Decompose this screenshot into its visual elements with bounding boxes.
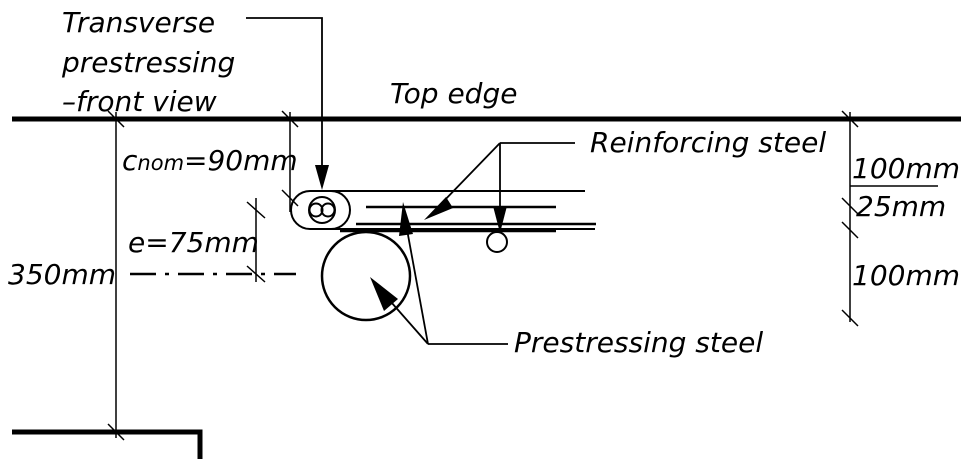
dim-top-label: 100mm xyxy=(852,152,960,185)
depth-label: 350mm xyxy=(8,258,116,291)
top-edge-label: Top edge xyxy=(390,77,517,110)
arrowhead-prestressing-circle xyxy=(370,277,398,311)
right-tick-2 xyxy=(841,197,859,215)
bottom-edge-line xyxy=(12,429,203,459)
arrowhead-reinforcing-bars xyxy=(424,197,453,220)
cnom-tick-bottom xyxy=(281,189,299,207)
right-tick-4 xyxy=(841,309,859,327)
prestressing-leader-to-duct xyxy=(405,223,429,345)
structural-edges xyxy=(12,116,961,459)
cnom-label: cnom=90mm xyxy=(122,144,298,177)
transverse-label-line1: Transverse xyxy=(62,6,215,39)
eccentricity-tick-top xyxy=(246,201,266,219)
right-tick-1 xyxy=(841,110,859,128)
cnom-symbol: c xyxy=(122,144,138,177)
depth-tick-bottom xyxy=(107,423,125,441)
right-tick-3 xyxy=(841,221,859,239)
dim-middle-label: 25mm xyxy=(856,190,946,223)
transverse-duct xyxy=(290,190,595,230)
arrowheads xyxy=(315,165,507,311)
reinforcing-steel-label: Reinforcing steel xyxy=(590,126,826,159)
transverse-label-line2: prestressing xyxy=(61,46,235,79)
transverse-label-line3: –front view xyxy=(62,85,217,118)
depth-tick-top xyxy=(107,110,125,128)
transverse-leader xyxy=(246,17,323,168)
cnom-dimension xyxy=(281,110,299,212)
eccentricity-tick-bottom xyxy=(246,265,266,283)
depth-dimension xyxy=(107,110,125,441)
duct-cap-right xyxy=(330,190,351,230)
reinforcing-bars xyxy=(340,205,596,233)
right-dimension-chain xyxy=(841,110,938,327)
leader-lines xyxy=(246,17,575,345)
cnom-subscript: nom xyxy=(137,151,184,175)
prestressing-steel-label: Prestressing steel xyxy=(514,326,763,359)
cnom-value: =90mm xyxy=(184,144,298,177)
prestressing-steel-circle xyxy=(320,230,412,322)
reinforcing-leader-to-bars xyxy=(439,142,501,206)
arrowhead-reinforcing-circle xyxy=(493,206,507,233)
eccentricity-dimension xyxy=(246,198,266,283)
duct-tendon-ring xyxy=(308,196,336,224)
arrowhead-transverse xyxy=(315,165,329,190)
reinforcing-bar-circle xyxy=(486,231,508,253)
dim-bottom-label: 100mm xyxy=(852,259,960,292)
arrowhead-prestressing-duct xyxy=(399,202,413,236)
cnom-tick-top xyxy=(281,110,299,128)
eccentricity-label: e=75mm xyxy=(128,226,259,259)
duct-outline xyxy=(290,190,595,230)
